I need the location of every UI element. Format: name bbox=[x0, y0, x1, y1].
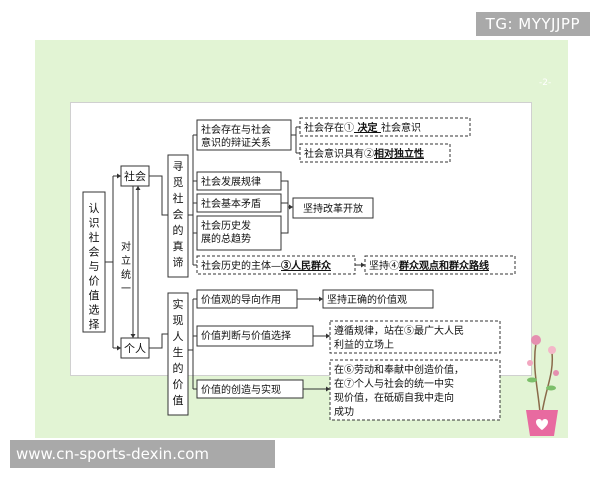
root-label-char: 择 bbox=[89, 317, 100, 331]
individual-result-line: 遵循规律，站在⑤最广大人民 bbox=[334, 324, 464, 337]
society-goal-label-char: 社 bbox=[173, 191, 184, 205]
mass-line-box bbox=[364, 255, 516, 275]
reform-box bbox=[292, 197, 374, 219]
prompt-text: 社会意识具有② bbox=[304, 147, 374, 160]
society-topic-line1: 社会历史发 bbox=[201, 219, 251, 232]
to-mass-line-arrow-head bbox=[361, 262, 365, 268]
individual-result-line: 在⑥劳动和奉献中创造价值， bbox=[334, 363, 464, 376]
individual-goal-label-char: 人 bbox=[173, 330, 184, 343]
relation-label-char: 立 bbox=[121, 254, 131, 267]
individual-result-arrow-head bbox=[326, 333, 330, 339]
individual-result-line: 现价值，在砥砺自我中走向 bbox=[334, 391, 454, 404]
prompt-text: 坚持④ bbox=[369, 259, 399, 272]
site-watermark: www.cn-sports-dexin.com bbox=[10, 440, 275, 468]
individual-topic-label: 价值判断与价值选择 bbox=[201, 329, 291, 342]
relation-label-char: 对 bbox=[121, 240, 131, 253]
reform-bracket bbox=[281, 180, 289, 234]
prompt-text: 社会历史的主体— bbox=[201, 259, 281, 272]
individual-goal-label-char: 值 bbox=[173, 394, 184, 407]
individual-result-line: 坚持正确的价值观 bbox=[327, 293, 407, 306]
society-goal-label-char: 谛 bbox=[173, 255, 184, 269]
to-reform-arrow-head bbox=[289, 204, 293, 210]
to-society-arrow-head bbox=[117, 173, 121, 179]
prompt-text: 社会意识 bbox=[381, 121, 421, 134]
individual-result-box bbox=[329, 359, 501, 421]
society-goal-connector bbox=[149, 175, 168, 216]
telegram-watermark: TG: MYYJJPP bbox=[475, 12, 590, 36]
relation-label-char: 一 bbox=[121, 284, 131, 295]
root-label-char: 值 bbox=[89, 289, 100, 302]
root-label-char: 识 bbox=[89, 217, 100, 230]
society-topic-line1: 社会存在与社会 bbox=[201, 123, 271, 136]
society-goal-label-char: 会 bbox=[173, 208, 184, 221]
individual-result-arrow-head bbox=[319, 296, 323, 302]
society-topic-line2: 展的总趋势 bbox=[201, 232, 251, 245]
relation-label-char: 统 bbox=[121, 268, 131, 281]
root-label-char: 认 bbox=[89, 202, 100, 215]
subject-text: 社会历史的主体—③人民群众 bbox=[201, 259, 332, 272]
society-individual-arrow-down-head bbox=[130, 334, 136, 338]
society-topic-label: 社会基本矛盾 bbox=[201, 197, 261, 210]
to-individual-arrow-head bbox=[117, 345, 121, 351]
society-goal-label-char: 的 bbox=[173, 223, 184, 237]
society-goal-label-char: 真 bbox=[173, 239, 184, 253]
individual-goal-label-char: 生 bbox=[173, 345, 184, 359]
flower-pot-decoration bbox=[518, 318, 568, 442]
individual-goal-connector bbox=[149, 333, 168, 349]
society-topic-line2: 意识的辩证关系 bbox=[201, 136, 271, 149]
root-label-char: 与 bbox=[89, 260, 100, 273]
answer-text: 相对独立性 bbox=[374, 147, 424, 160]
individual-goal-label-char: 的 bbox=[173, 361, 184, 375]
individual-goal-label-char: 价 bbox=[173, 378, 184, 391]
society-topic-box bbox=[196, 119, 292, 151]
individual-goal-label-char: 现 bbox=[173, 314, 184, 327]
individual-topic-label: 价值的创造与实现 bbox=[201, 383, 281, 396]
society-goal-label-char: 寻 bbox=[173, 160, 184, 173]
society-topic-label: 社会发展规律 bbox=[201, 175, 261, 188]
root-label-char: 价 bbox=[89, 275, 100, 288]
individual-goal-label-char: 实 bbox=[173, 297, 184, 311]
society-topic-box bbox=[196, 215, 282, 251]
dialectic-text-1: 社会存在① 决定 社会意识 bbox=[304, 121, 421, 134]
individual-society-arrow-up-head bbox=[135, 186, 141, 190]
individual-result-arrow-head bbox=[326, 386, 330, 392]
prompt-text: 社会存在① bbox=[304, 121, 354, 134]
individual-result-line: 利益的立场上 bbox=[334, 338, 394, 351]
answer-text: 群众观点和群众路线 bbox=[399, 259, 489, 272]
mass-line-text: 坚持④群众观点和群众路线 bbox=[369, 259, 489, 272]
root-label-char: 社 bbox=[89, 230, 100, 244]
reform-label: 坚持改革开放 bbox=[303, 202, 363, 215]
flower-icon bbox=[526, 335, 559, 436]
individual-result-line: 成功 bbox=[334, 406, 354, 418]
answer-text: 决定 bbox=[354, 121, 381, 134]
root-label-char: 选 bbox=[89, 304, 100, 317]
dialectic-text-2: 社会意识具有②相对独立性 bbox=[304, 147, 424, 160]
individual-goal-box bbox=[167, 292, 189, 416]
society-goal-label-char: 觅 bbox=[173, 176, 184, 189]
answer-text: ③人民群众 bbox=[281, 259, 332, 272]
individual-result-box bbox=[329, 320, 501, 354]
individual-result-box bbox=[322, 289, 434, 309]
individual-label: 个人 bbox=[124, 342, 146, 355]
individual-result-line: 在⑦个人与社会的统一中实 bbox=[334, 377, 454, 390]
individual-topic-label: 价值观的导向作用 bbox=[201, 293, 281, 306]
page-marker: -2- bbox=[539, 78, 552, 88]
society-label: 社会 bbox=[124, 169, 146, 183]
root-label-char: 会 bbox=[89, 246, 100, 259]
society-goal-box bbox=[167, 154, 189, 278]
